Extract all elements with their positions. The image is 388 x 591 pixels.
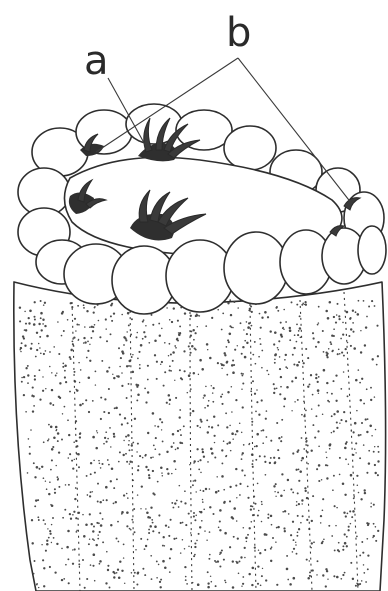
lobe [166,240,234,312]
lobe [224,126,276,170]
lobe [224,232,288,304]
label-b: b [226,10,251,56]
lobe [358,226,386,274]
body-column [14,282,386,591]
label-a: a [84,38,109,84]
